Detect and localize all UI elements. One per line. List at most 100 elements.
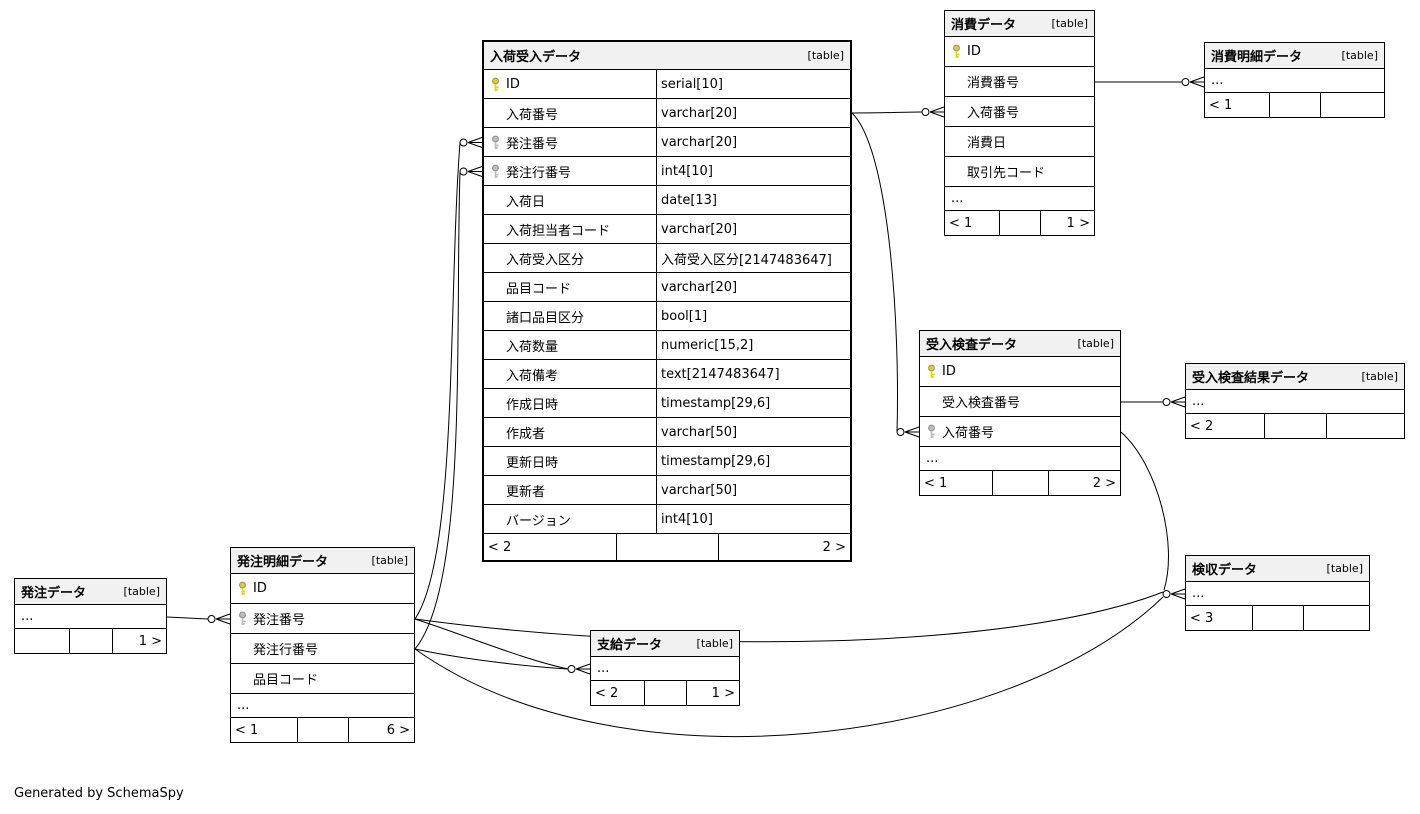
table-name[interactable]: 支給データ: [597, 638, 663, 653]
column-name: 発注行番号: [506, 165, 572, 181]
column-name: 更新者: [506, 484, 546, 500]
table-header-ukeire-kensa[interactable]: 受入検査データ[table]: [920, 331, 1120, 357]
table-name[interactable]: 発注明細データ: [237, 555, 329, 570]
ellipsis-row: ...: [591, 657, 739, 681]
ellipsis-row: ...: [945, 187, 1094, 211]
footer-cell: [1319, 93, 1384, 117]
column-row: 更新日時 timestamp[29,6]: [484, 447, 850, 476]
column-name: ID: [942, 364, 956, 379]
table-header-nyuka-ukeire[interactable]: 入荷受入データ[table]: [484, 42, 850, 70]
column-row: 入荷番号: [945, 97, 1094, 127]
column-type: varchar[20]: [656, 273, 850, 301]
column-type: timestamp[29,6]: [656, 447, 850, 475]
table-header-shohi-meisai[interactable]: 消費明細データ [table]: [1205, 43, 1384, 69]
column-row: ID: [945, 37, 1094, 67]
column-name: 作成者: [506, 426, 546, 442]
column-name: 入荷番号: [506, 107, 559, 123]
column-name: 入荷備考: [506, 368, 559, 384]
column-name: 消費日: [967, 136, 1007, 151]
column-name: 入荷担当者コード: [506, 223, 611, 239]
footer-cell: < 1: [1209, 97, 1233, 113]
footer-cell: 6 >: [348, 718, 414, 742]
table-name[interactable]: 受入検査結果データ: [1192, 371, 1310, 386]
table-tag: [table]: [371, 554, 408, 567]
column-row: 受入検査番号: [920, 387, 1120, 417]
footer-cell: [1303, 606, 1369, 630]
column-type: serial[10]: [656, 70, 850, 98]
column-name: 入荷数量: [506, 339, 559, 355]
foreign-key-icon: [231, 611, 253, 626]
column-type: 入荷受入区分[2147483647]: [656, 244, 850, 272]
column-name: 取引先コード: [967, 166, 1046, 181]
footer-cell: < 1: [235, 722, 259, 738]
footer-cell: [644, 681, 685, 705]
column-type: varchar[20]: [656, 128, 850, 156]
table-name[interactable]: 発注データ: [21, 586, 87, 601]
column-type: text[2147483647]: [656, 360, 850, 388]
column-type: date[13]: [656, 186, 850, 214]
table-name[interactable]: 受入検査データ: [926, 338, 1018, 353]
primary-key-icon: [484, 77, 506, 92]
footer-cell: < 1: [949, 215, 973, 231]
table-footer: < 1 6 >: [231, 718, 414, 742]
primary-key-icon: [920, 364, 942, 379]
table-nyuka-ukeire: 入荷受入データ[table] ID serial[10] 入荷番号 varchar[20…: [482, 40, 852, 562]
table-tag: [table]: [1341, 49, 1378, 62]
table-footer: < 3: [1186, 606, 1369, 630]
ellipsis-row: ...: [231, 694, 414, 718]
footer-cell: 1 >: [111, 629, 166, 653]
optional-circle-markers: [207, 78, 1190, 673]
table-shohi-meisai: 消費明細データ[table]...< 1: [1204, 42, 1385, 118]
rel-hacchu-meisai-to-kenshu-2: [414, 596, 1164, 737]
column-name: ID: [506, 76, 520, 92]
table-footer: < 2: [1186, 414, 1404, 438]
footer-cell: 2 >: [1048, 471, 1120, 495]
column-type: bool[1]: [656, 302, 850, 330]
column-row: 入荷備考 text[2147483647]: [484, 360, 850, 389]
column-type: int4[10]: [656, 505, 850, 533]
column-row: ID: [231, 574, 414, 604]
footer-cell: [992, 471, 1048, 495]
column-name: 発注番号: [506, 136, 559, 152]
table-header-kenshu[interactable]: 検収データ[table]: [1186, 556, 1369, 582]
column-name: 更新日時: [506, 455, 559, 471]
table-footer: < 1: [1205, 93, 1384, 117]
rel-nyuka-to-shohi: [851, 111, 923, 114]
footer-cell: [1269, 93, 1319, 117]
rel-hacchu-meisai-to-kenshu-1: [414, 591, 1164, 643]
footer-cell: < 2: [1190, 418, 1214, 434]
column-row: 入荷受入区分入荷受入区分[2147483647]: [484, 244, 850, 273]
table-header-shohi[interactable]: 消費データ[table]: [945, 11, 1094, 37]
footer-cell: [1325, 414, 1404, 438]
table-header-hacchu-meisai[interactable]: 発注明細データ [table]: [231, 548, 414, 574]
column-row: 作成者 varchar[50]: [484, 418, 850, 447]
column-row: 消費番号: [945, 67, 1094, 97]
table-name[interactable]: 消費明細データ: [1211, 50, 1303, 65]
table-name[interactable]: 入荷受入データ: [490, 50, 582, 65]
table-name[interactable]: 消費データ: [951, 18, 1017, 33]
footer-cell: < 3: [1190, 610, 1214, 626]
crow-foot-markers: [215, 76, 1205, 675]
column-row: 消費日: [945, 127, 1094, 157]
ellipsis-row: ...: [920, 447, 1120, 471]
table-name[interactable]: 検収データ: [1192, 563, 1258, 578]
table-header-hacchu[interactable]: 発注データ[table]: [15, 579, 166, 605]
column-name: 入荷番号: [942, 426, 995, 441]
column-type: varchar[50]: [656, 418, 850, 446]
table-header-shikyu[interactable]: 支給データ[table]: [591, 631, 739, 657]
column-name: 受入検査番号: [942, 396, 1021, 411]
table-header-ukeire-kensa-kekka[interactable]: 受入検査結果データ[table]: [1186, 364, 1404, 390]
rel-hacchu-meisai-to-shikyu-1: [414, 618, 569, 670]
